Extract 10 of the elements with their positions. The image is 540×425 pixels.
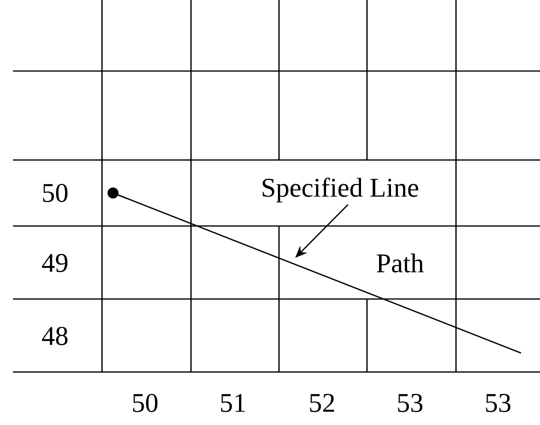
axis-label: 53 bbox=[398, 394, 422, 412]
axis-label: 52 bbox=[310, 394, 334, 412]
axis-label: 50 bbox=[133, 394, 158, 412]
axis-label: 51 bbox=[221, 394, 245, 412]
callout-text: Specified Line bbox=[262, 178, 418, 202]
axis-label: 48 bbox=[42, 326, 68, 346]
axis-label: 50 bbox=[43, 184, 68, 202]
axis-label: 53 bbox=[486, 394, 510, 412]
axis-label: Path bbox=[376, 253, 424, 272]
axis-label: 49 bbox=[42, 254, 68, 272]
